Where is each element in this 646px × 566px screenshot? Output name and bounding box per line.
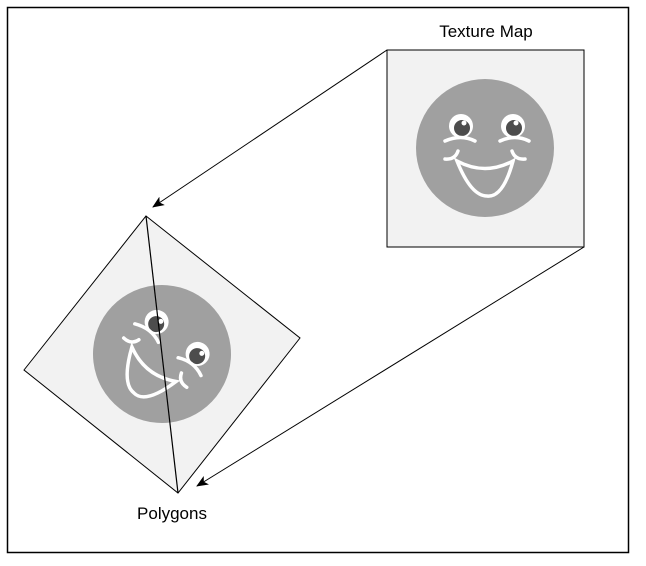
arrow-top-left-mapping <box>152 49 388 208</box>
arrow-bottom-right-mapping <box>196 246 585 487</box>
polygon-diagonal <box>145 215 179 494</box>
smiley-face-texture <box>414 77 556 219</box>
texture-map <box>386 49 585 248</box>
polygons-label: Polygons <box>137 504 207 523</box>
texture-map-label: Texture Map <box>439 22 533 41</box>
polygons <box>23 215 301 494</box>
